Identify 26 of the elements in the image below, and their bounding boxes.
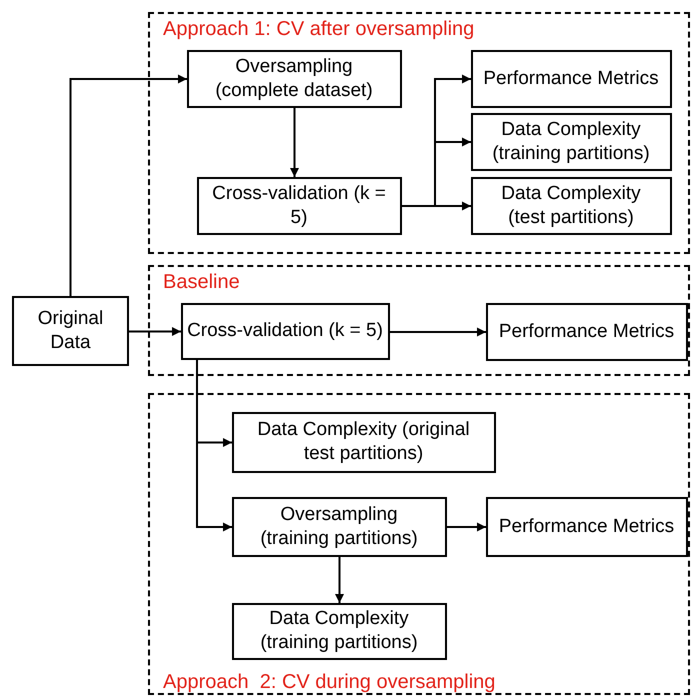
dashed-group-frame (148, 393, 690, 695)
process-box: Data Complexity (training partitions) (232, 602, 446, 660)
arrow (129, 327, 181, 336)
process-box: Original Data (12, 296, 129, 366)
group-title: Approach 2: CV during oversampling (163, 671, 496, 693)
process-box: Cross-validation (k = 5) (180, 302, 390, 360)
process-box: Performance Metrics (486, 302, 688, 360)
group-title: Baseline (163, 271, 240, 293)
arrow (290, 108, 299, 177)
arrow (402, 202, 471, 210)
process-box: Data Complexity (test partitions) (470, 176, 672, 234)
dashed-group-frame (148, 265, 690, 376)
arrow (335, 557, 344, 603)
dashed-group-frame (148, 12, 690, 254)
arrow (70, 74, 187, 296)
arrow (447, 522, 486, 532)
arrow (196, 360, 232, 532)
process-box: Performance Metrics (470, 50, 672, 108)
arrow (390, 328, 486, 336)
process-box: Oversampling (training partitions) (232, 496, 446, 556)
process-box: Performance Metrics (486, 496, 688, 556)
process-box: Oversampling (complete dataset) (186, 50, 402, 108)
process-box: Data Complexity (original test partitions) (232, 412, 496, 472)
process-box: Cross-validation (k = 5) (196, 176, 402, 234)
process-box: Data Complexity (training partitions) (470, 112, 672, 170)
group-title: Approach 1: CV after oversampling (163, 18, 474, 40)
